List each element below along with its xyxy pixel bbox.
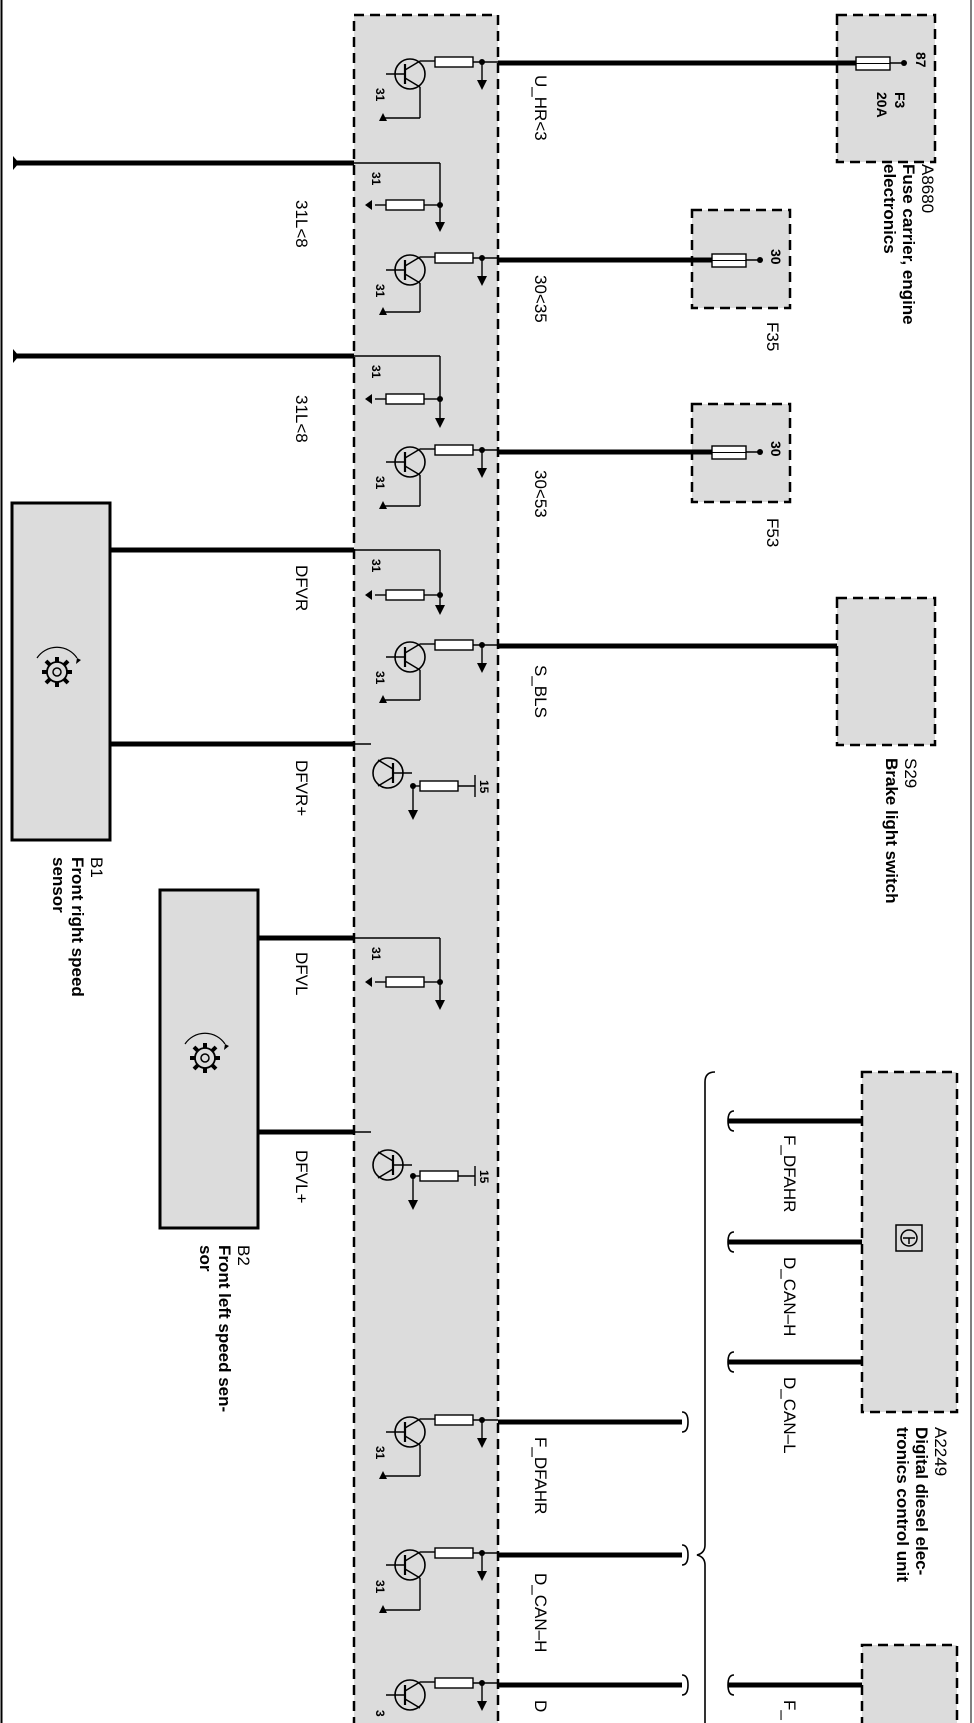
pin-31: 31 [369, 365, 383, 379]
b2-ref: B2 [234, 1245, 253, 1266]
signal-31l-1: 31L<8 [292, 200, 311, 248]
signal-u-hr: U_HR<3 [531, 75, 550, 141]
signal-d-can-h-a2249: D_CAN–H [780, 1257, 799, 1336]
b1-ref: B1 [87, 857, 106, 878]
b2-name-line1: Front left speed sen- [215, 1245, 234, 1412]
pin-31: 31 [373, 88, 387, 102]
pin-15: 15 [477, 1170, 491, 1184]
signal-f-dfahr: F_DFAHR [531, 1437, 550, 1514]
pin-31: 31 [369, 559, 383, 573]
signal-d-can-h: D_CAN–H [531, 1573, 550, 1652]
signal-30-53: 30<53 [531, 470, 550, 518]
b1-name-line2: sensor [49, 857, 68, 913]
pin-31: 31 [369, 947, 383, 961]
control-module [352, 13, 500, 1723]
fuse-f35-pin: 30 [768, 249, 784, 265]
b2-name-line2: sor [196, 1245, 215, 1272]
fuse-f53-ref: F53 [763, 518, 782, 547]
signal-f-partial: F_ [780, 1700, 799, 1720]
fuse-f3-ref: F3 [892, 92, 908, 109]
pin-15: 15 [477, 780, 491, 794]
a2249-name-line2: tronics control unit [893, 1427, 912, 1582]
fuse-f3-rating: 20A [874, 92, 890, 118]
s29-name: Brake light switch [882, 758, 901, 903]
brake-light-switch-s29 [835, 596, 937, 747]
pin-31: 31 [373, 671, 387, 685]
pin-31: 31 [373, 284, 387, 298]
fuse-f53-pin: 30 [768, 441, 784, 457]
signal-s-bls: S_BLS [531, 665, 550, 718]
pin-31: 31 [373, 1446, 387, 1460]
a2249-name-line1: Digital diesel elec- [912, 1427, 931, 1575]
fuse-f35-ref: F35 [763, 322, 782, 351]
signal-dfvl: DFVL [292, 952, 311, 995]
signal-f-dfahr-a2249: F_DFAHR [780, 1135, 799, 1212]
fuse-carrier-a8680 [835, 13, 937, 164]
pin-31: 31 [369, 172, 383, 186]
pin-31: 31 [373, 476, 387, 490]
signal-d-partial: D [531, 1700, 550, 1712]
pin-31: 31 [373, 1580, 387, 1594]
module-partial [860, 1643, 959, 1723]
fuse-f3-pin: 87 [913, 52, 929, 68]
signal-30-35: 30<35 [531, 275, 550, 323]
a8680-name-line2: electronics [880, 164, 899, 254]
a2249-ref: A2249 [931, 1427, 950, 1476]
pin-3: 3 [373, 1710, 387, 1717]
a8680-name-line1: Fuse carrier, engine [899, 164, 918, 325]
a8680-ref: A8680 [918, 164, 937, 213]
signal-dfvl-plus: DFVL+ [292, 1150, 311, 1203]
signal-dfvr-plus: DFVR+ [292, 760, 311, 816]
s29-ref: S29 [901, 758, 920, 788]
signal-dfvr: DFVR [292, 565, 311, 611]
signal-d-can-l-a2249: D_CAN–L [780, 1377, 799, 1454]
b1-name-line1: Front right speed [68, 857, 87, 997]
signal-31l-2: 31L<8 [292, 395, 311, 443]
